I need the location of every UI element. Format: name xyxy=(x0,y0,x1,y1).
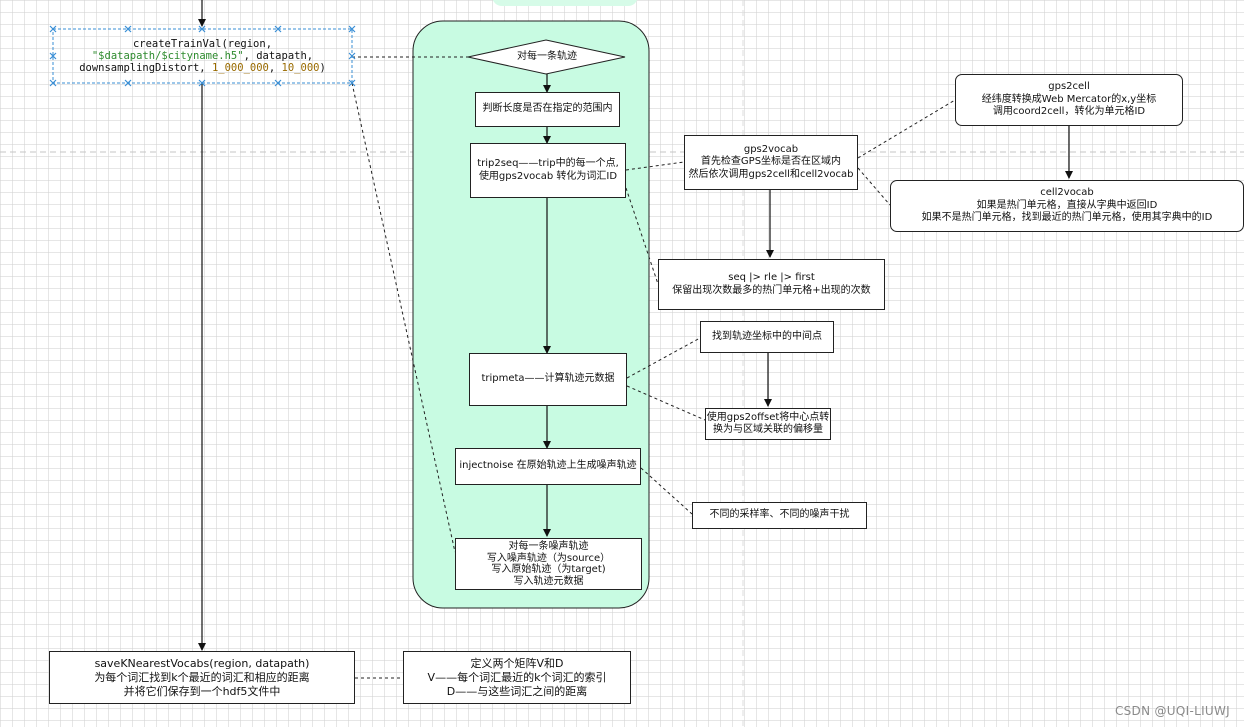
trip2seq-line2: 使用gps2vocab 转化为词汇ID xyxy=(478,170,618,182)
matrices-line1: 定义两个矩阵V和D xyxy=(470,656,564,670)
node-write-noise-trips[interactable]: 对每一条噪声轨迹 写入噪声轨迹（为source） 写入原始轨迹（为target)… xyxy=(455,538,642,590)
write-noise-line4: 写入轨迹元数据 xyxy=(513,575,584,587)
node-noise-note[interactable]: 不同的采样率、不同的噪声干扰 xyxy=(692,502,867,529)
createtrainval-num1: 1_000_000 xyxy=(211,62,269,74)
saveknearest-line2: 为每个词汇找到k个最近的词汇和相应的距离 xyxy=(94,670,310,684)
noise-note-label: 不同的采样率、不同的噪声干扰 xyxy=(709,509,850,521)
node-injectnoise[interactable]: injectnoise 在原始轨迹上生成噪声轨迹 xyxy=(455,448,641,485)
cropped-top-shape xyxy=(492,0,638,6)
link-tripmeta-midpoint xyxy=(626,337,701,379)
write-noise-line2: 写入噪声轨迹（为source） xyxy=(486,552,611,564)
handle-top-left xyxy=(49,25,57,33)
gps2cell-line2: 调用coord2cell，转化为单元格ID xyxy=(992,106,1146,118)
handle-bottom-mid3 xyxy=(274,79,282,87)
node-loop-each-trip[interactable]: 对每一条轨迹 xyxy=(488,49,606,65)
gps2cell-title: gps2cell xyxy=(1048,81,1090,93)
cell2vocab-title: cell2vocab xyxy=(1040,187,1094,199)
selection-handles[interactable] xyxy=(49,25,356,87)
handle-right-mid xyxy=(348,52,356,60)
link-gps2vocab-gps2cell xyxy=(857,99,956,159)
node-seq-rle-first[interactable]: seq |> rle |> first 保留出现次数最多的热门单元格+出现的次数 xyxy=(658,259,885,310)
createtrainval-line2: "$datapath/$cityname.h5", datapath, xyxy=(92,50,313,62)
gps2offset-line2: 换为与区域关联的偏移量 xyxy=(713,424,823,435)
cell2vocab-line2: 如果不是热门单元格，找到最近的热门单元格，使用其字典中的ID xyxy=(921,212,1213,224)
injectnoise-label: injectnoise 在原始轨迹上生成噪声轨迹 xyxy=(459,460,637,472)
write-noise-line3: 写入原始轨迹（为target) xyxy=(491,564,606,575)
node-check-length[interactable]: 判断长度是否在指定的范围内 xyxy=(475,92,620,127)
gps2vocab-line1: 首先检查GPS坐标是否在区域内 xyxy=(700,156,842,168)
handle-top-mid2 xyxy=(198,25,206,33)
link-tripmeta-gps2offset xyxy=(626,385,706,421)
node-cell2vocab[interactable]: cell2vocab 如果是热门单元格，直接从字典中返回ID 如果不是热门单元格… xyxy=(890,180,1244,232)
saveknearest-line3: 并将它们保存到一个hdf5文件中 xyxy=(123,684,281,698)
handle-bottom-mid2 xyxy=(198,79,206,87)
node-createtrainval[interactable]: createTrainVal(region, "$datapath/$cityn… xyxy=(53,29,352,83)
link-createtrainval-write xyxy=(351,82,456,553)
gps2offset-line1: 使用gps2offset将中心点转 xyxy=(706,411,830,423)
matrices-line2: V——每个词汇最近的k个词汇的索引 xyxy=(427,670,607,684)
trip2seq-line1: trip2seq——trip中的每一个点, xyxy=(477,158,619,169)
node-gps2offset[interactable]: 使用gps2offset将中心点转 换为与区域关联的偏移量 xyxy=(705,408,831,440)
matrices-line3: D——与这些词汇之间的距离 xyxy=(446,684,588,698)
handle-top-right xyxy=(348,25,356,33)
node-gps2cell[interactable]: gps2cell 经纬度转换成Web Mercator的x,y坐标 调用coor… xyxy=(955,74,1183,126)
createtrainval-line3-start: downsamplingDistort, xyxy=(79,62,212,74)
cell2vocab-line1: 如果是热门单元格，直接从字典中返回ID xyxy=(976,199,1158,211)
seq-rle-line1: seq |> rle |> first xyxy=(728,272,815,283)
loop-each-trip-label: 对每一条轨迹 xyxy=(517,50,577,62)
link-trip2seq-gps2vocab xyxy=(625,161,685,171)
node-trip2seq[interactable]: trip2seq——trip中的每一个点, 使用gps2vocab 转化为词汇I… xyxy=(470,143,626,198)
handle-bottom-left xyxy=(49,79,57,87)
loop-decision-diamond[interactable] xyxy=(467,39,626,75)
seq-rle-line2: 保留出现次数最多的热门单元格+出现的次数 xyxy=(672,284,871,296)
saveknearest-line1: saveKNearestVocabs(region, datapath) xyxy=(94,656,310,670)
handle-bottom-mid1 xyxy=(124,79,132,87)
write-noise-line1: 对每一条噪声轨迹 xyxy=(508,541,589,552)
handle-bottom-right xyxy=(348,79,356,87)
gps2cell-line1: 经纬度转换成Web Mercator的x,y坐标 xyxy=(981,93,1157,105)
createtrainval-path-string: "$datapath/$cityname.h5" xyxy=(91,50,244,62)
createtrainval-line3-end: ) xyxy=(319,62,326,74)
node-matrices[interactable]: 定义两个矩阵V和D V——每个词汇最近的k个词汇的索引 D——与这些词汇之间的距… xyxy=(403,651,631,704)
createtrainval-line3-mid: , xyxy=(268,62,282,74)
handle-top-mid1 xyxy=(124,25,132,33)
handle-top-mid3 xyxy=(274,25,282,33)
link-gps2vocab-cell2vocab xyxy=(857,167,891,206)
createtrainval-line3: downsamplingDistort, 1_000_000, 10_000) xyxy=(79,62,326,74)
node-find-midpoint[interactable]: 找到轨迹坐标中的中间点 xyxy=(700,321,834,353)
node-gps2vocab[interactable]: gps2vocab 首先检查GPS坐标是否在区域内 然后依次调用gps2cell… xyxy=(684,135,858,190)
gps2vocab-line2: 然后依次调用gps2cell和cell2vocab xyxy=(688,168,854,180)
link-trip2seq-seqrle xyxy=(625,187,659,285)
node-tripmeta[interactable]: tripmeta——计算轨迹元数据 xyxy=(469,353,627,406)
check-length-label: 判断长度是否在指定的范围内 xyxy=(482,103,613,115)
handle-left-mid xyxy=(49,52,57,60)
tripmeta-label: tripmeta——计算轨迹元数据 xyxy=(481,373,615,385)
node-saveknearest[interactable]: saveKNearestVocabs(region, datapath) 为每个… xyxy=(49,651,355,704)
gps2vocab-title: gps2vocab xyxy=(743,143,799,155)
createtrainval-line1: createTrainVal(region, xyxy=(132,38,273,50)
createtrainval-line2-rest: , datapath, xyxy=(243,50,314,62)
find-midpoint-label: 找到轨迹坐标中的中间点 xyxy=(712,330,822,342)
createtrainval-num2: 10_000 xyxy=(281,62,320,74)
watermark: CSDN @UQI-LIUWJ xyxy=(1114,704,1230,718)
